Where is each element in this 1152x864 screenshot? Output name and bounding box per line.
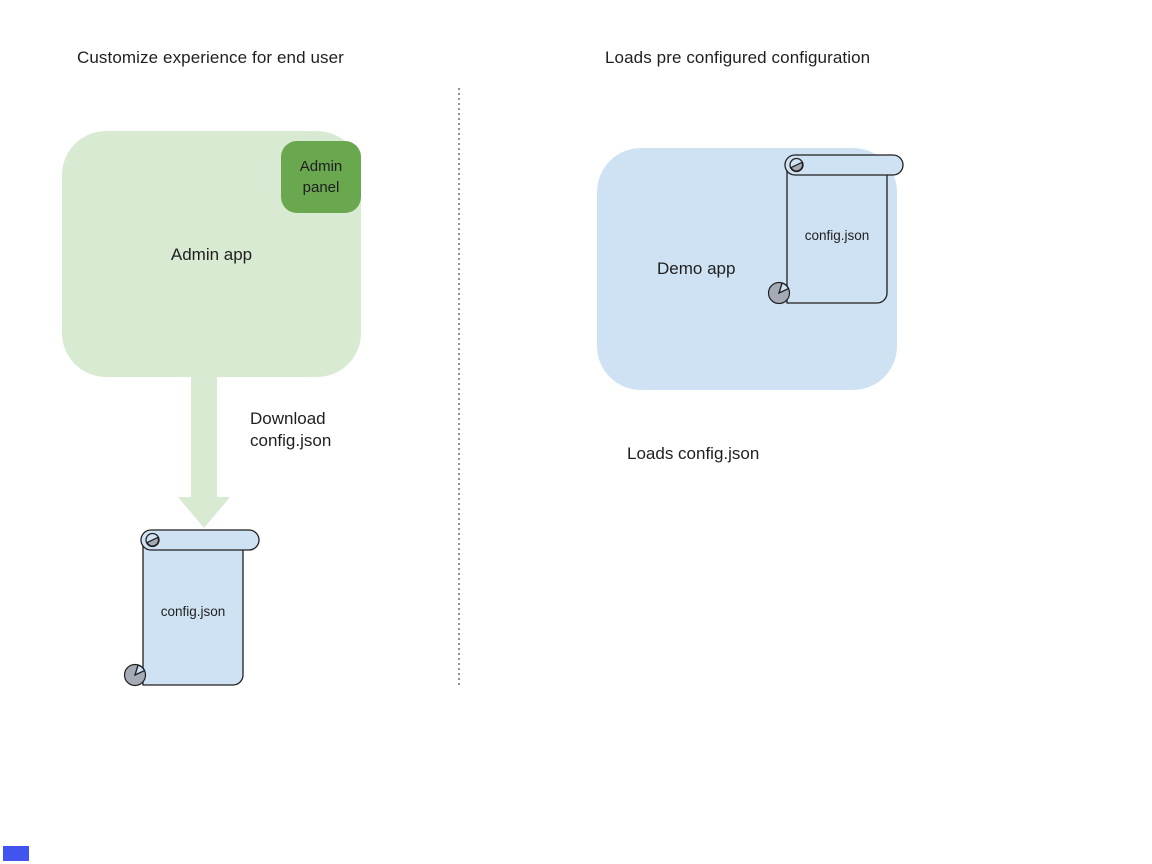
admin-panel-label: Admin panel xyxy=(299,158,343,196)
loads-config-caption: Loads config.json xyxy=(627,444,760,463)
download-arrow-icon xyxy=(178,377,230,528)
config-file-label-right: config.json xyxy=(804,228,870,243)
config-file-label-left: config.json xyxy=(160,604,226,619)
section-divider xyxy=(458,88,460,685)
config-json-scroll-icon xyxy=(123,529,260,687)
scroll-body xyxy=(786,164,888,304)
demo-app-label: Demo app xyxy=(657,259,736,278)
admin-app-label: Admin app xyxy=(170,245,253,264)
scroll-top-roll xyxy=(140,529,260,551)
blue-marker xyxy=(3,846,29,861)
left-section-title: Customize experience for end user xyxy=(77,48,344,67)
download-arrow-label: Download config.json xyxy=(250,409,332,450)
right-section-title: Loads pre configured configuration xyxy=(605,48,871,67)
scroll-body xyxy=(142,539,244,686)
admin-panel-box: Admin panel xyxy=(281,141,361,213)
scroll-top-roll xyxy=(784,154,904,176)
config-json-scroll-icon xyxy=(767,154,904,305)
